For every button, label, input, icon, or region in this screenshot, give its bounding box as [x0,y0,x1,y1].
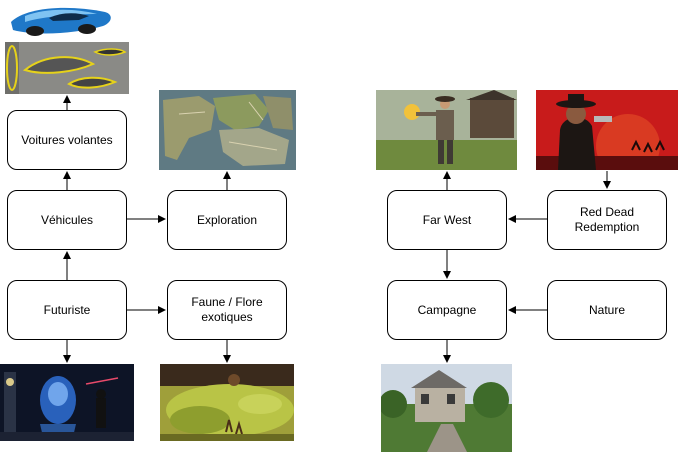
node-red-dead[interactable]: Red Dead Redemption [547,190,667,250]
flying-car-image[interactable] [5,0,115,42]
futuristic-scene-image[interactable] [0,364,134,441]
node-exploration[interactable]: Exploration [167,190,287,250]
node-vehicules-label: Véhicules [40,212,94,227]
car-sketches-image[interactable] [5,42,129,94]
node-voitures-volantes-label: Voitures volantes [21,132,113,147]
node-faune-flore[interactable]: Faune / Flore exotiques [167,280,287,340]
node-vehicules[interactable]: Véhicules [7,190,127,250]
node-red-dead-label: Red Dead Redemption [574,205,640,234]
node-futuriste-label: Futuriste [43,302,91,317]
node-campagne[interactable]: Campagne [387,280,507,340]
exotic-planet-image[interactable] [160,364,294,441]
world-map-image[interactable] [159,90,296,170]
node-nature-label: Nature [588,302,626,317]
node-faune-flore-label: Faune / Flore exotiques [191,295,263,324]
red-dead-image[interactable] [536,90,678,170]
node-nature[interactable]: Nature [547,280,667,340]
node-far-west[interactable]: Far West [387,190,507,250]
country-cottage-image[interactable] [381,364,512,452]
node-voitures-volantes[interactable]: Voitures volantes [7,110,127,170]
node-futuriste[interactable]: Futuriste [7,280,127,340]
node-exploration-label: Exploration [196,212,258,227]
cowboy-image[interactable] [376,90,517,170]
node-campagne-label: Campagne [417,302,477,317]
node-far-west-label: Far West [422,212,472,227]
